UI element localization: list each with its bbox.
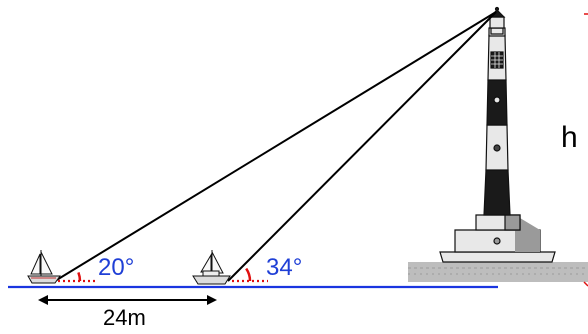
distance-arrow <box>38 295 217 305</box>
edge-mark-bottom <box>583 281 588 287</box>
lighthouse <box>439 6 556 263</box>
angle-label-far: 20° <box>98 254 135 281</box>
sight-line-far <box>54 11 497 282</box>
angle-arc-far <box>77 271 82 282</box>
height-label: h <box>561 121 578 154</box>
angle-label-near: 34° <box>266 254 303 281</box>
lighthouse-ground <box>408 262 588 282</box>
angle-arc-near <box>245 267 252 282</box>
sight-line-near <box>227 11 497 282</box>
sailboat-near <box>192 250 231 285</box>
distance-label: 24m <box>103 305 146 330</box>
sailboat-far <box>27 250 61 284</box>
